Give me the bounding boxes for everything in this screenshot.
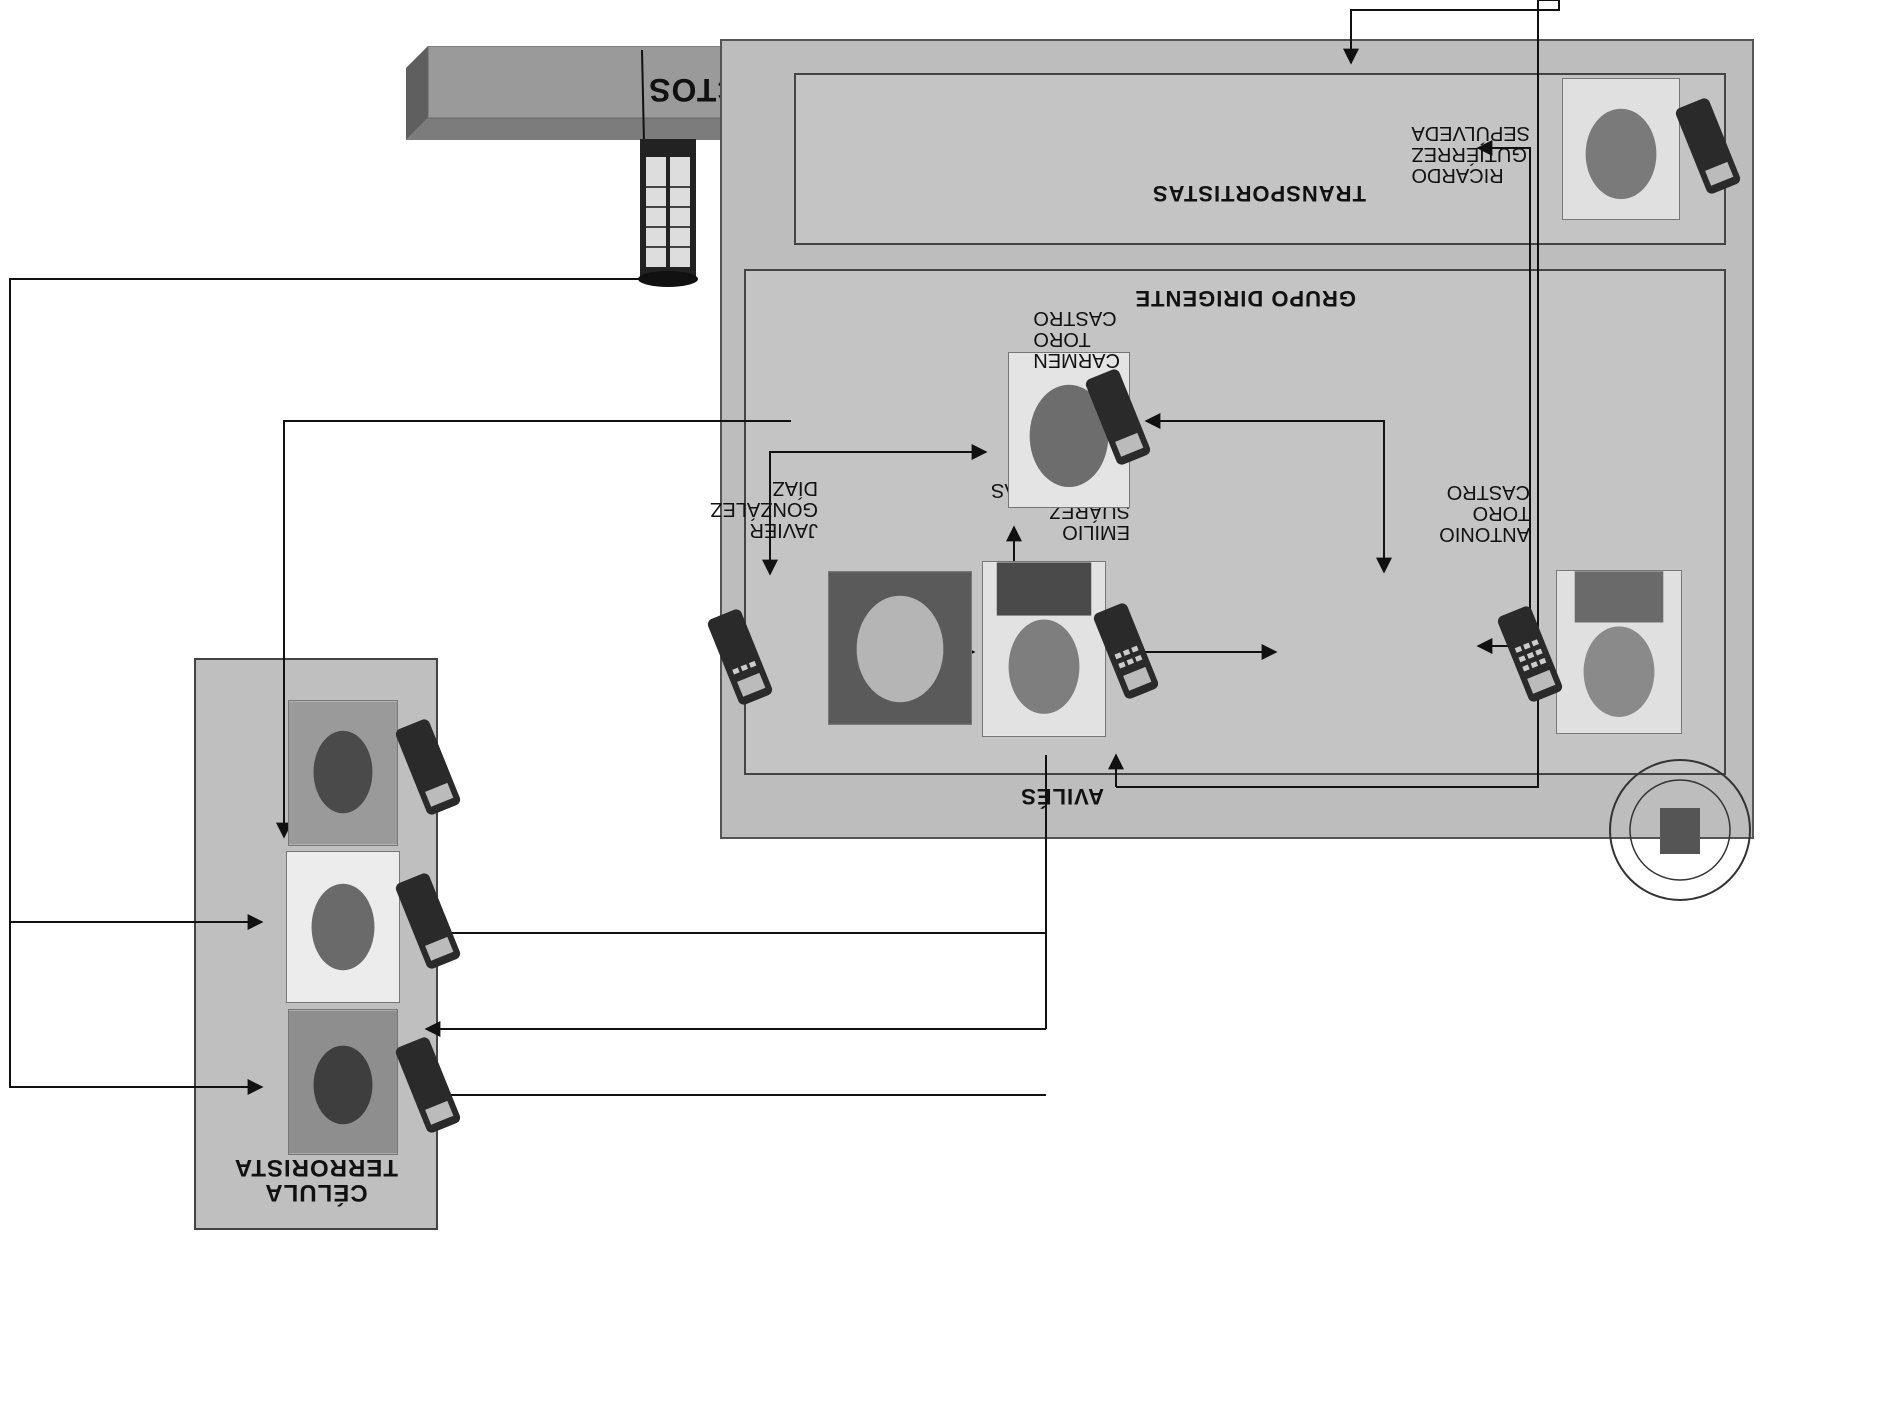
photo-emilio bbox=[982, 561, 1106, 737]
line-carmen-antonio bbox=[1146, 421, 1384, 572]
line-antonio-ricardo bbox=[1478, 148, 1530, 646]
name-ricardo: RICARDO GUTIÉRREZ SEPÚLVEDA bbox=[1411, 122, 1530, 185]
photo-celula-1 bbox=[288, 1009, 398, 1155]
phone-booth-icon bbox=[636, 135, 700, 287]
photo-ricardo bbox=[1562, 78, 1680, 220]
name-carmen: CARMEN TORO CASTRO bbox=[1033, 307, 1120, 370]
photo-antonio bbox=[1556, 570, 1682, 734]
line-booth-cell-2 bbox=[10, 922, 262, 1087]
photo-javier bbox=[828, 571, 972, 725]
photo-celula-2 bbox=[286, 851, 400, 1003]
court-stamp bbox=[1606, 756, 1754, 904]
name-javier: JAVIER GONZÁLEZ DÍAZ bbox=[710, 477, 818, 540]
line-stamp-top bbox=[1351, 0, 1559, 63]
photo-celula-3 bbox=[288, 700, 398, 846]
name-antonio: ANTONIO TORO CASTRO bbox=[1439, 481, 1530, 544]
line-stamp-ricardo bbox=[1246, 0, 1559, 787]
